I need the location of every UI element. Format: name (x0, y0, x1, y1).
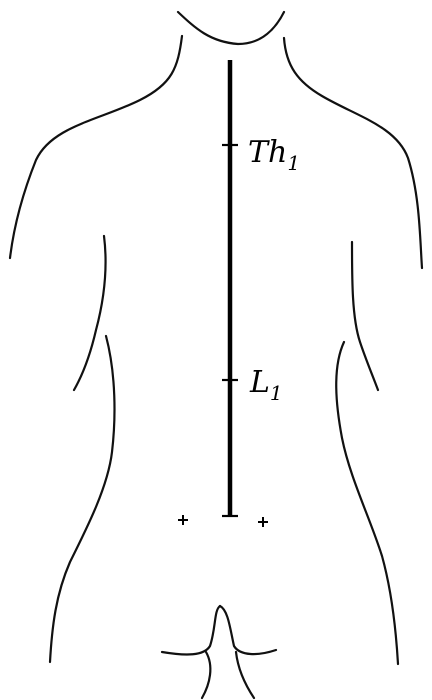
l1-label: L1 (249, 365, 283, 405)
neck-outline (178, 12, 284, 44)
right-hip-outline (336, 342, 398, 664)
gluteal-fold-left (202, 652, 210, 698)
left-hip-outline (50, 336, 114, 662)
right-torso-upper-outline (352, 242, 378, 390)
buttocks-crease-left (162, 606, 220, 654)
th1-label-sub: 1 (287, 151, 300, 175)
left-torso-upper-outline (74, 236, 106, 390)
buttocks-crease-right (220, 606, 276, 654)
left-dimple-marker (178, 515, 188, 525)
th1-label: Th1 (248, 135, 300, 175)
right-shoulder-outline (284, 38, 422, 268)
gluteal-fold-right (236, 652, 254, 698)
l1-label-main: L (249, 365, 270, 400)
right-dimple-marker (258, 517, 268, 527)
left-shoulder-outline (10, 36, 182, 258)
l1-label-sub: 1 (270, 381, 283, 405)
th1-label-main: Th (248, 135, 287, 170)
